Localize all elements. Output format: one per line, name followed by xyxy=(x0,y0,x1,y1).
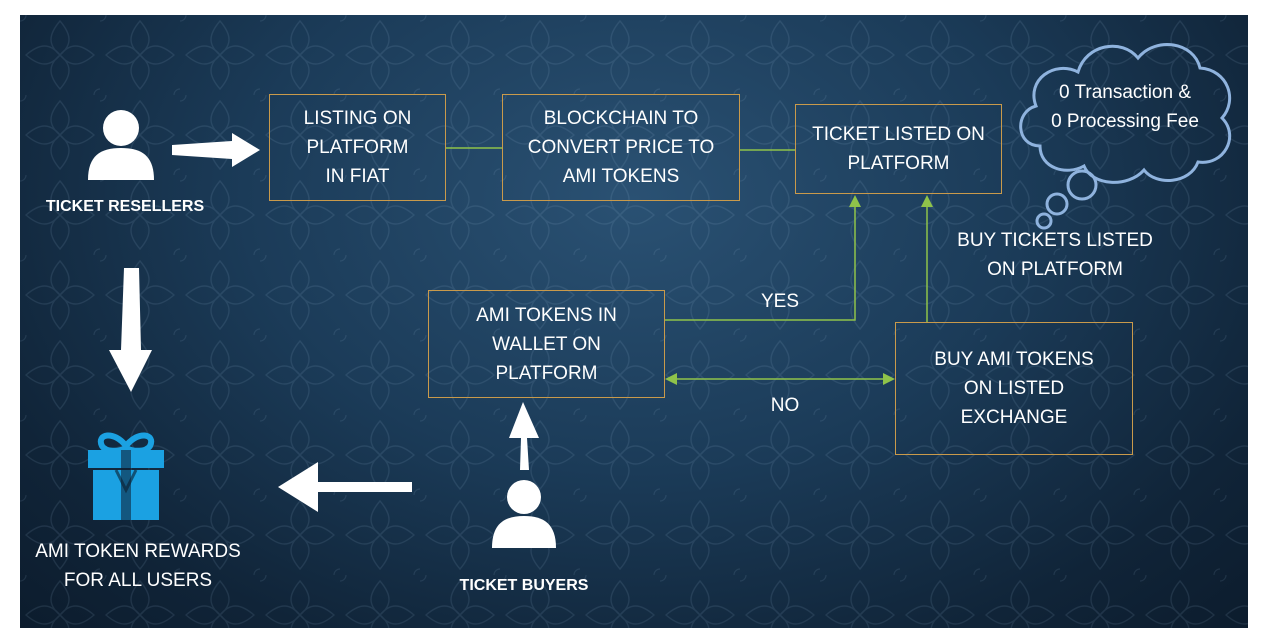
actor-label-resellers: TICKET RESELLERS xyxy=(45,198,205,215)
arrow-icon xyxy=(509,402,539,470)
gift-icon xyxy=(88,432,164,520)
actor-label-buyers: TICKET BUYERS xyxy=(459,577,589,594)
arrow-icon xyxy=(172,133,260,167)
yes-connector xyxy=(665,195,861,321)
box-listing-fiat: LISTING ON PLATFORM IN FIAT xyxy=(269,94,446,201)
edge-label-buy-listed: BUY TICKETS LISTED ON PLATFORM xyxy=(957,230,1153,280)
person-icon xyxy=(492,480,556,548)
arrow-icon xyxy=(278,462,412,512)
rewards-label: AMI TOKEN REWARDS FOR ALL USERS xyxy=(35,541,241,591)
diagram-background xyxy=(20,15,1248,628)
box-wallet-tokens: AMI TOKENS IN WALLET ON PLATFORM xyxy=(428,290,665,398)
arrow-icon xyxy=(109,268,152,392)
edge-label-yes: YES xyxy=(760,291,800,312)
person-icon xyxy=(88,110,154,180)
edge-label-no: NO xyxy=(770,395,800,416)
box-ticket-listed: TICKET LISTED ON PLATFORM xyxy=(795,104,1002,194)
cloud-thought-icon xyxy=(1019,43,1232,230)
box-blockchain-convert: BLOCKCHAIN TO CONVERT PRICE TO AMI TOKEN… xyxy=(502,94,740,201)
cloud-text: 0 Transaction & 0 Processing Fee xyxy=(1051,82,1199,132)
damask-pattern xyxy=(20,15,1248,628)
box-buy-exchange: BUY AMI TOKENS ON LISTED EXCHANGE xyxy=(895,322,1133,455)
